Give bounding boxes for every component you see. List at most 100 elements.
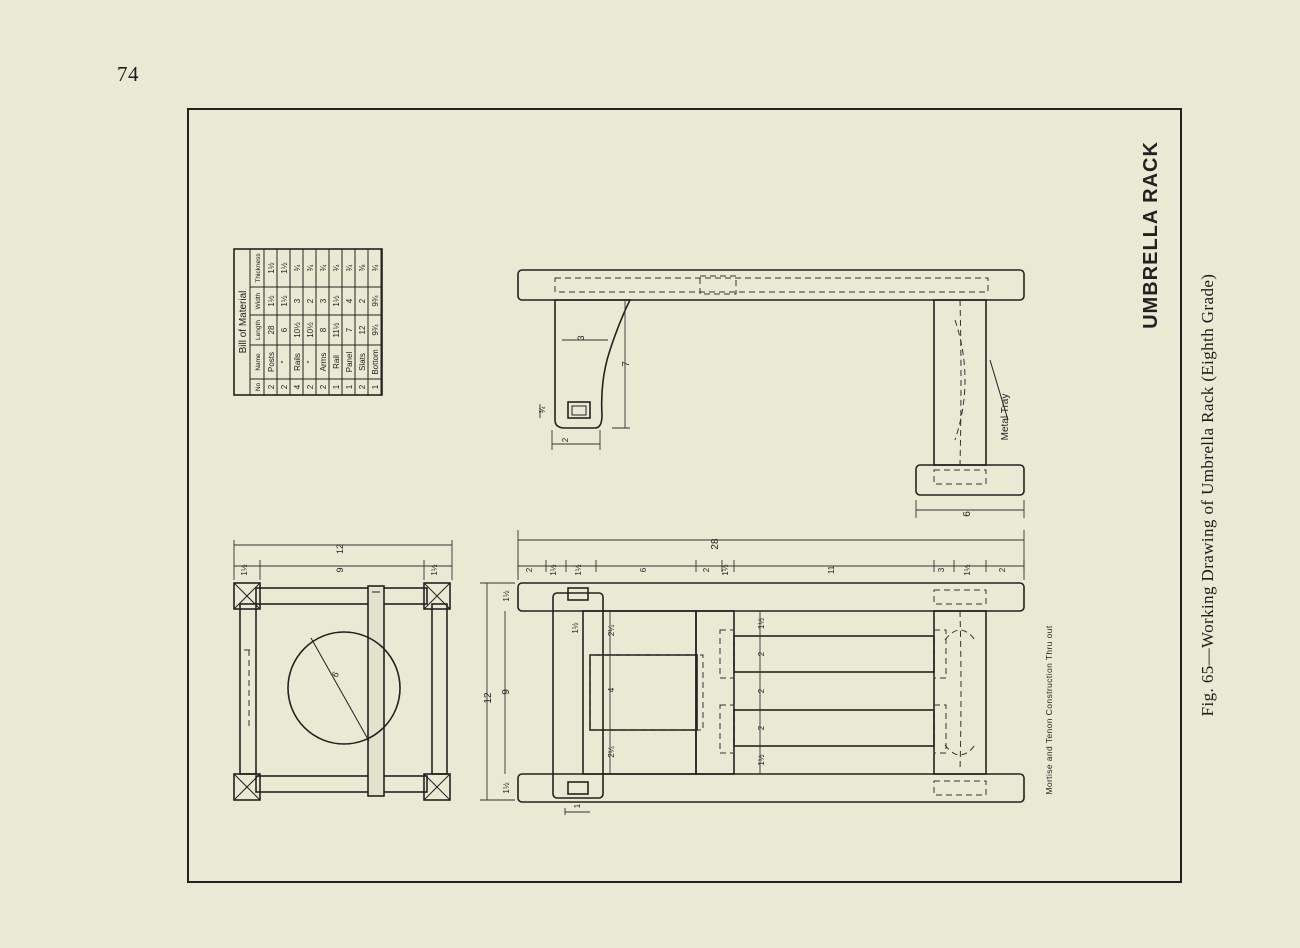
bom-header-cell: Width [255, 292, 262, 309]
bill-of-material-table: Bill of Material No Name Length Width Thickn… [233, 248, 383, 396]
dim-front-segment: 3 [937, 567, 946, 572]
dim-front-height: 12 [483, 692, 494, 704]
bom-cell: 3 [319, 298, 328, 303]
dim-front-segment: 1½ [963, 564, 972, 575]
bom-cell: " [306, 360, 315, 363]
dim-front-slat: 2 [757, 688, 766, 693]
bom-header-cell: Name [255, 353, 262, 371]
bom-cell: Panel [345, 352, 354, 373]
drawing-title: UMBRELLA RACK [1140, 141, 1162, 329]
bom-cell: 3 [293, 298, 302, 303]
front-post [517, 582, 1025, 612]
bom-cell: 1½ [280, 295, 289, 306]
front-post [517, 773, 1025, 803]
dim-front-segment: 1½ [721, 564, 730, 575]
bom-cell: 2 [358, 384, 367, 389]
dim-front-overall: 28 [710, 538, 721, 550]
bom-cell: 12 [358, 325, 367, 334]
dim-side-arm-end: 2 [561, 437, 570, 442]
bom-cell: Arms [319, 353, 328, 372]
dim-front-inner: 9 [501, 689, 512, 695]
dim-front-slat: 2 [757, 725, 766, 730]
arm-profile [554, 299, 632, 429]
bom-cell: 2 [267, 384, 276, 389]
dim-front-segment: 2 [525, 567, 534, 572]
bom-cell: 4 [293, 384, 302, 389]
bom-header-cell: Length [255, 320, 262, 340]
bom-cell: ¾ [332, 264, 341, 271]
dim-front-post-top: 1½ [502, 590, 511, 601]
bom-cell: 2 [306, 384, 315, 389]
dim-top-inner: 9 [335, 567, 345, 572]
bom-cell: " [280, 360, 289, 363]
dim-front-slat: 2 [757, 651, 766, 656]
bom-cell: 10½ [306, 322, 315, 338]
bom-cell: 2 [319, 384, 328, 389]
bom-cell: 1 [371, 384, 380, 389]
bom-header-cell: Thickness [255, 253, 262, 283]
dim-front-slat: 1½ [757, 618, 766, 629]
post-square [233, 582, 451, 801]
bom-title: Bill of Material [238, 291, 249, 354]
bom-cell: ¾ [293, 264, 302, 271]
figure-caption-text: Fig. 65—Working Drawing of Umbrella Rack… [1198, 273, 1217, 717]
bom-cell: ⅜ [358, 264, 367, 271]
bom-cell: 1½ [267, 295, 276, 306]
dim-front-segment: 1½ [549, 564, 558, 575]
construction-note: Mortise and Tenon Construction Thru out [1044, 625, 1054, 795]
bom-cell: 11½ [332, 322, 341, 337]
dim-top-overall: 12 [335, 544, 345, 554]
dim-top-post-b: 1½ [430, 564, 439, 575]
bom-cell: 1½ [267, 262, 276, 273]
dim-side-arm-mortise: ¾ [538, 406, 547, 413]
dim-front-slat: 1½ [757, 754, 766, 765]
bom-cell: 9¾ [371, 295, 380, 306]
dim-front-segment: 11 [827, 565, 836, 574]
bom-cell: Slats [358, 353, 367, 371]
umbrella-opening [287, 631, 401, 745]
drawing-frame [187, 108, 1182, 883]
front-view: 28 2 1½ 1½ 6 2 1½ 11 3 1½ 2 12 9 1½ 1½ 1 2¼ 4 2¼ 1½… [480, 530, 1025, 815]
bom-cell: Rails [293, 353, 302, 371]
bom-cell: ¾ [319, 264, 328, 271]
bom-cell: 1 [332, 384, 341, 389]
dim-front-panel: 2¼ [607, 625, 616, 636]
dim-top-post-a: 1½ [240, 564, 249, 575]
dim-front-segment: 2 [702, 567, 711, 572]
bom-cell: 1½ [280, 262, 289, 273]
bom-cell: 1 [345, 384, 354, 389]
bom-cell: 1½ [332, 295, 341, 306]
dim-side-arm-height: 7 [621, 361, 632, 367]
bom-cell: 4 [345, 298, 354, 303]
bom-cell: 2 [306, 298, 315, 303]
bom-cell: Rail [332, 355, 341, 369]
top-view: 12 9 1½ 1½ 6 [233, 540, 453, 801]
page-number: 74 [117, 62, 139, 86]
bom-cell: 10½ [293, 322, 302, 338]
dim-front-segment: 2 [998, 567, 1007, 572]
metal-tray-label: Metal Tray [1000, 394, 1011, 441]
dim-front-rail: 1 [573, 803, 582, 808]
bom-cell: 28 [267, 325, 276, 334]
side-post [517, 269, 1025, 301]
dim-side-arm-curve: 3 [576, 335, 586, 340]
bom-cell: 6 [280, 327, 289, 332]
bom-cell: ¾ [345, 264, 354, 271]
dim-side-base: 6 [962, 511, 973, 517]
bom-cell: ¾ [371, 264, 380, 271]
bom-cell: Posts [267, 352, 276, 372]
side-view: Metal Tray 7 3 2 ¾ 6 [517, 269, 1025, 518]
bom-cell: Bottom [371, 349, 380, 375]
dim-front-segment: 1½ [574, 564, 583, 575]
bom-cell: 8 [319, 327, 328, 332]
dim-front-post-bottom: 1½ [502, 782, 511, 793]
dim-front-panel: 2¼ [607, 746, 616, 757]
dim-front-segment: 6 [639, 567, 648, 572]
bom-header-cell: No [255, 382, 262, 391]
bom-cell: 2 [358, 298, 367, 303]
bom-cell: 2 [280, 384, 289, 389]
bom-cell: 9¾ [371, 324, 380, 335]
bom-cell: 7 [345, 327, 354, 332]
dim-front-panel: 4 [607, 687, 616, 692]
